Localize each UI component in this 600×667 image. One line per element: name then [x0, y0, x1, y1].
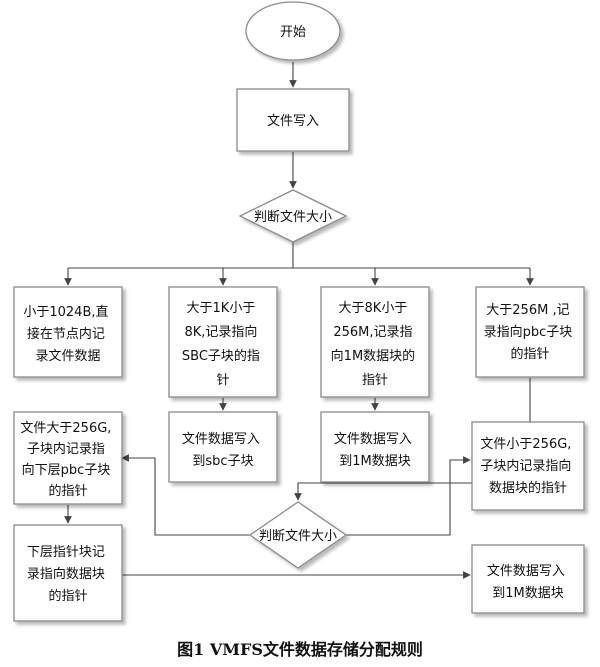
small-file-label: 小于1024B,直 接在节点内记 录文件数据: [23, 305, 112, 364]
range-over-256m-label: 大于256M ,记 录指向pbc子块 的指针: [484, 303, 577, 362]
write-1m-final-node: 文件数据写入 到1M数据块: [471, 544, 585, 614]
figure-caption: 图1 VMFS文件数据存储分配规则: [177, 640, 423, 659]
under-256g-node: 文件小于256G, 子块内记录指向 数据块的指针: [471, 421, 585, 511]
write-1m-mid-node: 文件数据写入 到1M数据块: [320, 411, 430, 483]
over-256g-label: 文件大于256G, 子块内记录指 向下层pbc子块 的指针: [20, 421, 115, 499]
write-1m-final-label: 文件数据写入 到1M数据块: [487, 564, 569, 601]
file-write-node: 文件写入: [236, 88, 350, 152]
judge-size-label-1: 判断文件大小: [254, 210, 332, 225]
write-sbc-label: 文件数据写入 到sbc子块: [182, 432, 264, 469]
start-node: 开始: [245, 1, 341, 61]
small-file-node: 小于1024B,直 接在节点内记 录文件数据: [13, 286, 123, 378]
range-1k-8k-node: 大于1K小于 8K,记录指向 SBC子块的指 针: [168, 286, 278, 398]
judge-size-label-2: 判断文件大小: [259, 529, 337, 544]
lower-pointer-node: 下层指针块记 录指向数据块 的指针: [13, 524, 123, 622]
judge-size-diamond-1: 判断文件大小: [238, 189, 348, 243]
write-1m-mid-label: 文件数据写入 到1M数据块: [334, 432, 416, 469]
file-write-label: 文件写入: [267, 114, 319, 129]
start-label: 开始: [280, 25, 306, 40]
under-256g-label: 文件小于256G, 子块内记录指向 数据块的指针: [480, 437, 575, 496]
range-8k-256m-node: 大于8K小于 256M,记录指 向1M数据块的 指针: [320, 286, 430, 398]
judge-size-diamond-2: 判断文件大小: [248, 501, 348, 569]
write-sbc-node: 文件数据写入 到sbc子块: [168, 411, 278, 483]
lower-pointer-label: 下层指针块记 录指向数据块 的指针: [27, 545, 109, 604]
range-1k-8k-label: 大于1K小于 8K,记录指向 SBC子块的指 针: [182, 301, 264, 388]
arrow-judge2-to-gt256g: [121, 454, 250, 536]
arrow-judge2-to-lt256g: [346, 456, 471, 536]
range-8k-256m-label: 大于8K小于 256M,记录指 向1M数据块的 指针: [331, 301, 420, 388]
range-over-256m-node: 大于256M ,记 录指向pbc子块 的指针: [475, 286, 585, 378]
over-256g-node: 文件大于256G, 子块内记录指 向下层pbc子块 的指针: [13, 411, 123, 505]
